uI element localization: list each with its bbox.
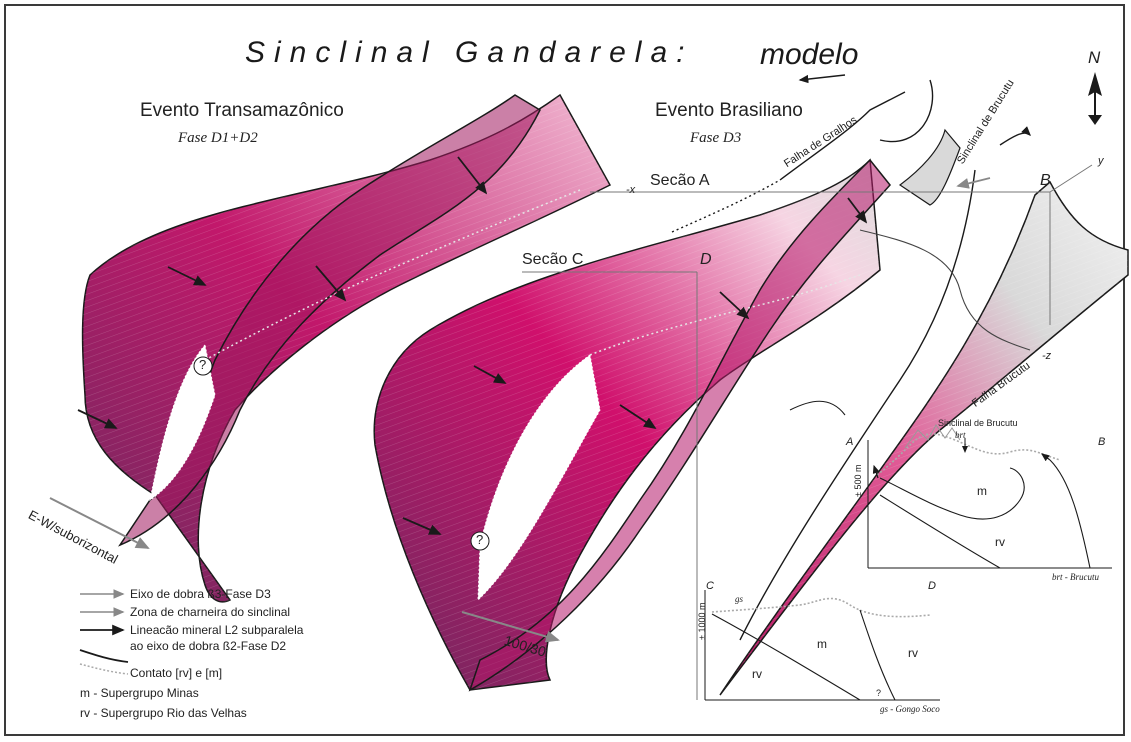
event-right-title: Evento Brasiliano bbox=[655, 100, 803, 122]
event-left-phase: Fase D1+D2 bbox=[178, 130, 258, 147]
cd-question-label: ? bbox=[876, 688, 881, 698]
cd-right-label: D bbox=[928, 580, 936, 592]
event-right-phase: Fase D3 bbox=[690, 130, 741, 147]
ab-caption: brt - Brucutu bbox=[1052, 572, 1099, 582]
cd-left-label: C bbox=[706, 580, 714, 592]
cd-caption: gs - Gongo Soco bbox=[880, 704, 940, 714]
ab-left-label: A bbox=[846, 436, 853, 448]
ab-scale-label: ± 500 m bbox=[853, 465, 863, 497]
legend-lineation-cont: ao eixo de dobra ß2-Fase D2 bbox=[130, 639, 286, 653]
ab-heading: Sinclinal de Brucutu bbox=[938, 418, 1018, 428]
ab-m-label: m bbox=[977, 484, 987, 498]
ab-brt-label: brt bbox=[955, 430, 966, 440]
north-arrow-icon bbox=[1088, 72, 1102, 125]
section-c-label: Secão C bbox=[522, 251, 583, 269]
legend-hinge: Zona de charneira do sinclinal bbox=[130, 605, 290, 619]
diagram-title-suffix: modelo bbox=[760, 38, 858, 72]
legend-lineation: Lineacão mineral L2 subparalela bbox=[130, 623, 303, 637]
diagram-title: Sinclinal Gandarela: bbox=[245, 36, 694, 70]
ab-right-label: B bbox=[1098, 436, 1105, 448]
cd-scale-label: ± 1000 m bbox=[697, 603, 707, 640]
legend-rio-das-velhas: rv - Supergrupo Rio das Velhas bbox=[80, 706, 247, 720]
legend-minas: m - Supergrupo Minas bbox=[80, 686, 199, 700]
section-b-label: B bbox=[1040, 172, 1051, 190]
event-left-title: Evento Transamazônico bbox=[140, 100, 344, 122]
cd-rv-left-label: rv bbox=[752, 667, 762, 681]
cd-m-label: m bbox=[817, 637, 827, 651]
section-a-label: Secão A bbox=[650, 172, 710, 190]
axis-minus-x-label: -x bbox=[626, 184, 635, 196]
fault-brucutu-line bbox=[880, 80, 933, 142]
section-d-label: D bbox=[700, 251, 712, 269]
axis-y-label: y bbox=[1098, 155, 1104, 167]
ab-rv-label: rv bbox=[995, 535, 1005, 549]
cd-rv-right-label: rv bbox=[908, 646, 918, 660]
north-label: N bbox=[1088, 48, 1100, 68]
fault-arrow-top bbox=[800, 75, 845, 80]
question-label: ? bbox=[199, 357, 206, 372]
contact-brucutu-2 bbox=[790, 401, 845, 415]
fault-arrow-right bbox=[1000, 133, 1030, 145]
slice-sinclinal bbox=[900, 130, 960, 205]
axis-minus-z-label: -z bbox=[1042, 350, 1051, 362]
legend-axis-b3: Eixo de dobra ß3-Fase D3 bbox=[130, 587, 271, 601]
question-label: ? bbox=[476, 532, 483, 547]
cd-gs-label: gs bbox=[735, 594, 743, 604]
legend-contact: Contato [rv] e [m] bbox=[130, 666, 222, 680]
